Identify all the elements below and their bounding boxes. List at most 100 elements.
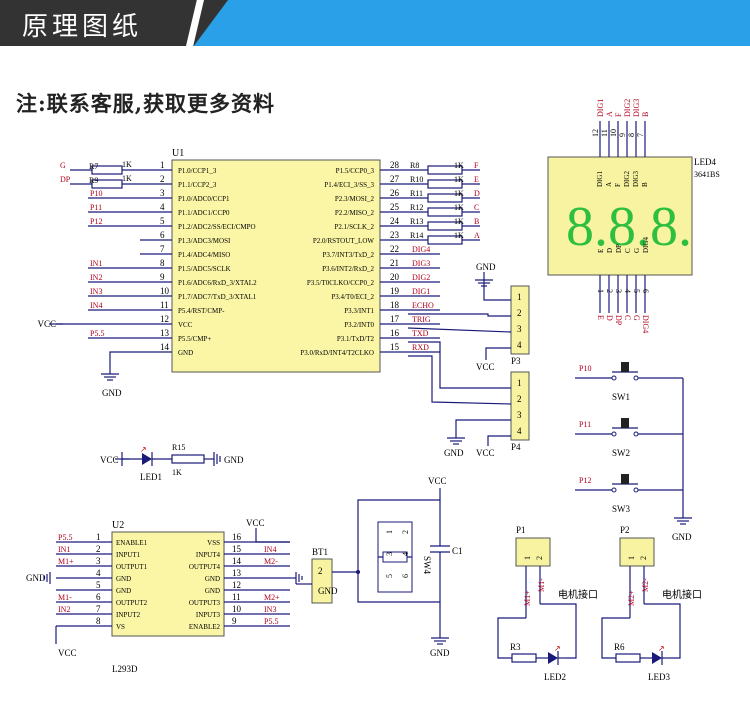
led4-top-pin-number: 12 <box>591 129 600 137</box>
sw4-vcc-wire <box>392 488 441 501</box>
u2-right-pin-name: OUTPUT3 <box>189 599 221 607</box>
u2-right-net-label: IN4 <box>264 545 276 554</box>
u1-gnd-wire <box>109 351 140 366</box>
contact-note: 注:联系客服,获取更多资料 <box>16 91 276 116</box>
led1-gnd-label: GND <box>224 455 244 465</box>
switch-gnd-label: GND <box>672 532 692 542</box>
sw4-pin-number: 1 <box>385 530 394 534</box>
led4-inner-top-label: F <box>614 183 622 187</box>
u1-right-net-label: RXD <box>412 343 429 352</box>
u1-vcc-label: VCC <box>37 319 56 329</box>
u1-right-pin-number: 19 <box>390 286 400 296</box>
u1-right-net-label: DIG3 <box>412 259 430 268</box>
led4-ref: LED4 <box>694 157 716 167</box>
u1-left-net-label: G <box>60 161 66 170</box>
led4-bottom-pin-number: 2 <box>605 289 614 293</box>
p4-gnd-wire <box>455 419 511 430</box>
u1-left-pin-number: 11 <box>160 300 169 310</box>
page-title: 原理图纸 <box>22 12 143 42</box>
switch-contact <box>633 487 639 493</box>
u1-right-net-label: TXD <box>412 329 429 338</box>
u1-right-res-ref: R8 <box>410 161 419 170</box>
p4-rxd-wire <box>408 355 512 405</box>
led4-inner-top-label: DIG1 <box>596 171 604 187</box>
switch-ref: SW2 <box>612 448 630 458</box>
u2-left-pin-name: INPUT1 <box>116 551 141 559</box>
u1-left-pin-number: 5 <box>160 216 165 226</box>
u1-right-pin-number: 27 <box>390 174 400 184</box>
u2-left-pin-name: OUTPUT2 <box>116 599 148 607</box>
p4-pin-number: 3 <box>517 410 522 420</box>
c1-gnd-label: GND <box>430 648 450 658</box>
p1-net-label: M1- <box>537 578 546 592</box>
u1-right-res-value: 1K <box>454 231 464 240</box>
led4-bottom-net-label: G <box>632 315 641 321</box>
led4-top-pin-number: 11 <box>600 129 609 137</box>
u1-right-pin-number: 22 <box>390 244 399 254</box>
p2-label: 电机接口 <box>662 588 702 601</box>
sw4-ref: SW4 <box>422 556 432 575</box>
u2-left-pin-name: INPUT2 <box>116 611 141 619</box>
p3-echo-wire <box>408 313 511 317</box>
led-light-icon: ↗ <box>554 644 561 653</box>
u2-chip-body <box>111 531 225 637</box>
switch-contact <box>611 375 617 381</box>
p2-pin-number: 1 <box>627 556 636 560</box>
u1-left-pin-name: P1.6/ADC6/RxD_3/XTAL2 <box>178 279 257 287</box>
sw4-wire <box>357 572 392 603</box>
led4-top-net-label: A <box>605 111 614 117</box>
u2-left-pin-name: GND <box>116 587 131 595</box>
p1-diode-icon <box>548 652 558 664</box>
u1-left-pin-name: P1.4/ADC4/MISO <box>178 251 230 259</box>
u2-left-net-label: M1+ <box>58 557 74 566</box>
sw4-pin-number: 6 <box>401 574 410 578</box>
led4-inner-bottom-label: DIG4 <box>642 237 650 253</box>
u2-right-pin-number: 14 <box>232 556 242 566</box>
u1-right-pin-name: P1.5/CCP0_3 <box>336 167 375 175</box>
p3-gnd-wire <box>483 280 511 301</box>
u2-left-pin-name: GND <box>116 575 131 583</box>
u1-right-res-ref: R14 <box>410 231 423 240</box>
led4-top-net-label: B <box>641 112 650 117</box>
u1-right-pin-number: 26 <box>390 188 400 198</box>
u2-vcc-label: VCC <box>58 648 77 658</box>
p2-res-ref: R6 <box>614 642 625 652</box>
u1-right-pin-name: P3.3/INT1 <box>344 307 374 315</box>
p4-body <box>510 371 530 441</box>
u1-right-pin-name: P3.6/INT2/RxD_2 <box>322 265 374 273</box>
u2-right-pin-number: 15 <box>232 544 242 554</box>
u1-left-pin-number: 10 <box>160 286 170 296</box>
led1-vcc-label: VCC <box>100 455 119 465</box>
led-light-icon: ↗ <box>658 644 665 653</box>
u2-right-pin-number: 13 <box>232 568 242 578</box>
sw4-pin-number: 4 <box>401 552 410 556</box>
u2-left-net-label: M1- <box>58 593 72 602</box>
u2-right-net-label: P5.5 <box>264 617 278 626</box>
u1-left-pin-number: 14 <box>160 342 170 352</box>
u1-right-pin-number: 20 <box>390 272 400 282</box>
led4-inner-top-label: A <box>605 182 613 187</box>
led4-inner-top-label: DIG3 <box>632 171 640 187</box>
p3-vcc-wire <box>485 347 511 360</box>
bt1-body <box>311 558 333 604</box>
u1-right-net-label: A <box>474 231 480 240</box>
bt1-gnd-label: GND <box>318 586 338 596</box>
led4-top-net-label: DIG3 <box>632 99 641 117</box>
led4-bottom-net-label: E <box>596 315 605 320</box>
u2-left-pin-name: ENABLE1 <box>116 539 148 547</box>
p1-body <box>515 537 551 567</box>
switch-net-label: P11 <box>579 420 591 429</box>
u1-left-pin-number: 2 <box>160 174 165 184</box>
u2-left-pin-name: VS <box>116 623 125 631</box>
u2-left-net-label: IN2 <box>58 605 70 614</box>
switch-contact <box>611 431 617 437</box>
u1-right-res-ref: R13 <box>410 217 423 226</box>
switch-contact <box>611 487 617 493</box>
u1-right-pin-name: P2.3/MOSI_2 <box>335 195 375 203</box>
u1-left-pin-name: P1.0/CCP1_3 <box>178 167 217 175</box>
u1-left-pin-number: 3 <box>160 188 165 198</box>
u1-right-pin-name: P2.2/MISO_2 <box>335 209 375 217</box>
u1-left-net-label: IN2 <box>90 273 102 282</box>
led4-body <box>547 156 693 276</box>
p4-txd-wire <box>408 341 511 389</box>
